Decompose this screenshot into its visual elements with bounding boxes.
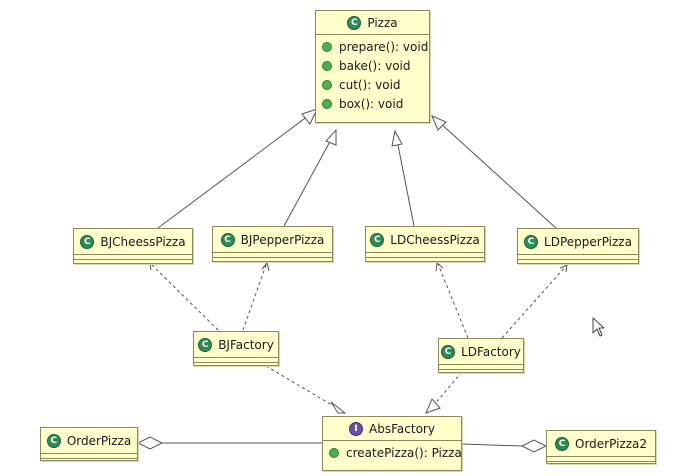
class-icon: C	[441, 344, 456, 359]
public-method-icon	[322, 60, 332, 71]
empty-compartment	[194, 358, 278, 363]
dependency-bjfactory-bjpepperpizza	[242, 261, 270, 331]
public-method-icon	[322, 79, 332, 90]
operation: bake(): void	[316, 56, 429, 75]
class-pizza[interactable]: C Pizza prepare(): void bake(): void cut…	[315, 10, 430, 123]
public-method-icon	[322, 41, 332, 52]
class-header: C LDFactory	[439, 339, 523, 365]
generalization-bjpepperpizza-pizza	[283, 128, 337, 227]
operations-compartment: createPizza(): Pizza	[323, 441, 462, 465]
class-header: C Pizza	[316, 11, 429, 35]
generalization-bjcheesspizza-pizza	[157, 108, 318, 229]
empty-compartment	[439, 365, 523, 370]
empty-compartment	[518, 255, 638, 260]
dependency-ldfactory-ldpepperpizza	[501, 264, 568, 339]
interface-icon: I	[349, 421, 364, 436]
operation: createPizza(): Pizza	[323, 443, 462, 462]
class-icon: C	[524, 234, 539, 249]
class-icon: C	[220, 232, 235, 247]
empty-compartment	[213, 253, 332, 258]
class-header: C BJCheessPizza	[74, 229, 192, 255]
empty-compartment	[366, 253, 484, 258]
class-name: OrderPizza2	[575, 436, 647, 451]
class-header: C OrderPizza2	[547, 431, 655, 457]
class-header: C BJFactory	[194, 332, 278, 358]
class-icon: C	[80, 234, 95, 249]
class-header: C LDPepperPizza	[518, 229, 638, 255]
class-header: C BJPepperPizza	[213, 227, 332, 253]
operation: box(): void	[316, 94, 429, 113]
empty-compartment	[41, 454, 137, 459]
class-ldfactory[interactable]: C LDFactory	[438, 338, 524, 373]
class-ldpepperpizza[interactable]: C LDPepperPizza	[517, 228, 639, 264]
generalization-ldpepperpizza-pizza	[431, 115, 558, 230]
class-name: LDFactory	[461, 344, 521, 359]
class-orderpizza2[interactable]: C OrderPizza2	[546, 430, 656, 464]
class-name: Pizza	[367, 15, 398, 30]
operation-signature: bake(): void	[339, 58, 411, 73]
empty-compartment	[74, 255, 192, 260]
class-icon: C	[347, 15, 362, 30]
class-header: C LDCheessPizza	[366, 227, 484, 253]
realization-bjfactory-absfactory	[265, 365, 347, 414]
operation: cut(): void	[316, 75, 429, 94]
class-name: LDCheessPizza	[390, 232, 480, 247]
class-name: AbsFactory	[369, 421, 435, 436]
class-icon: C	[555, 436, 569, 451]
dependency-ldfactory-ldcheesspizza	[435, 262, 469, 339]
public-method-icon	[329, 447, 339, 458]
dependency-bjfactory-bjcheesspizza	[149, 262, 219, 331]
class-header: I AbsFactory	[323, 417, 461, 441]
aggregation-orderpizza-absfactory	[136, 436, 322, 450]
class-name: OrderPizza	[66, 433, 132, 448]
class-icon: C	[370, 232, 385, 247]
interface-absfactory[interactable]: I AbsFactory createPizza(): Pizza	[322, 416, 462, 471]
generalization-ldcheesspizza-pizza	[391, 129, 415, 227]
mouse-pointer-icon	[592, 317, 605, 337]
class-bjfactory[interactable]: C BJFactory	[193, 331, 279, 366]
class-bjcheesspizza[interactable]: C BJCheessPizza	[73, 228, 193, 264]
operation-signature: box(): void	[339, 96, 404, 111]
realization-ldfactory-absfactory	[425, 371, 463, 414]
operations-compartment: prepare(): void bake(): void cut(): void…	[316, 35, 429, 116]
class-ldcheesspizza[interactable]: C LDCheessPizza	[365, 226, 485, 262]
class-name: BJCheessPizza	[100, 234, 186, 249]
public-method-icon	[322, 98, 332, 109]
class-name: LDPepperPizza	[544, 234, 632, 249]
class-bjpepperpizza[interactable]: C BJPepperPizza	[212, 226, 333, 262]
class-name: BJPepperPizza	[240, 232, 325, 247]
class-icon: C	[46, 433, 61, 448]
class-icon: C	[198, 337, 213, 352]
empty-compartment	[547, 457, 655, 462]
operation-signature: prepare(): void	[339, 39, 429, 54]
operation-signature: createPizza(): Pizza	[346, 445, 462, 460]
class-name: BJFactory	[218, 337, 274, 352]
operation-signature: cut(): void	[339, 77, 401, 92]
aggregation-orderpizza2-absfactory	[461, 439, 548, 453]
class-header: C OrderPizza	[41, 428, 137, 454]
operation: prepare(): void	[316, 37, 429, 56]
class-orderpizza[interactable]: C OrderPizza	[40, 427, 138, 461]
